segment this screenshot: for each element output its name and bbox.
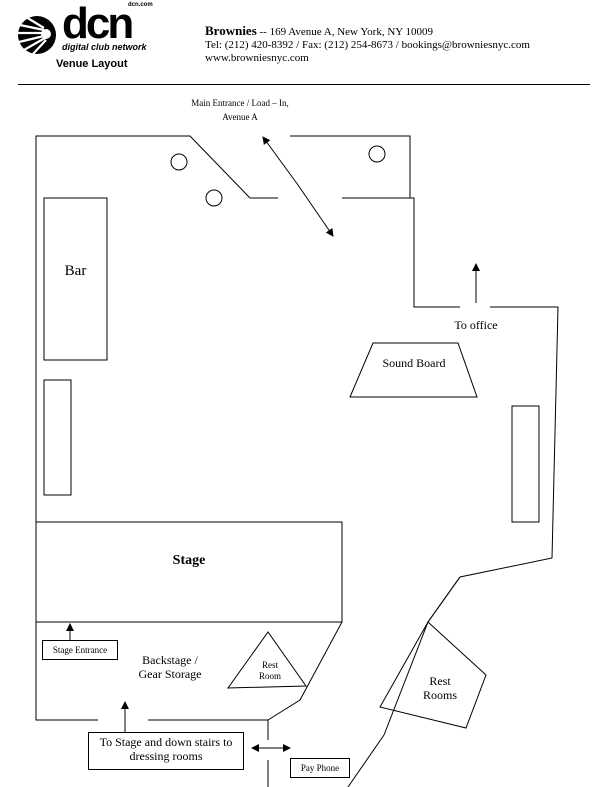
logo-text: dcn	[62, 0, 134, 48]
rest-rooms-label: Rest Rooms	[422, 674, 457, 702]
column-3	[368, 145, 386, 163]
to-office-label: To office	[454, 318, 498, 332]
rest-room-shape	[227, 631, 307, 689]
to-stage-label: To Stage and down stairs to dressing roo…	[88, 732, 244, 770]
stage-label: Stage	[172, 553, 206, 568]
main-entrance-label: Main Entrance / Load – In, Avenue A	[191, 98, 289, 122]
logo-domain: dcn.com	[128, 2, 153, 8]
entrance-arrow-down-icon	[297, 184, 334, 237]
venue-header: Brownies -- 169 Avenue A, New York, NY 1…	[205, 24, 530, 65]
right-counter	[511, 405, 540, 523]
venue-website: www.browniesnyc.com	[205, 52, 309, 64]
venue-name: Brownies	[205, 23, 257, 38]
venue-contact: Tel: (212) 420-8392 / Fax: (212) 254-867…	[205, 39, 530, 51]
stage-entrance-label: Stage Entrance	[42, 640, 118, 660]
entrance-arrow-up-icon	[262, 136, 299, 186]
pay-phone-label: Pay Phone	[290, 758, 350, 778]
left-counter	[43, 379, 72, 496]
header-divider	[18, 84, 590, 85]
rest-room-label: Rest Room	[258, 660, 281, 681]
bar-counter	[43, 197, 108, 361]
venue-address: -- 169 Avenue A, New York, NY 10009	[259, 26, 434, 38]
page-title: Venue Layout	[56, 58, 128, 70]
backstage-label: Backstage / Gear Storage	[138, 653, 202, 681]
sound-board-label: Sound Board	[382, 356, 446, 370]
logo-tagline: digital club network	[62, 42, 147, 52]
column-1	[170, 153, 188, 171]
bar-label: Bar	[64, 263, 87, 279]
column-2	[205, 189, 223, 207]
dcn-logo-burst-icon	[18, 16, 56, 55]
rest-rooms-shape	[379, 621, 487, 729]
venue-walls	[35, 135, 559, 787]
sound-board-shape	[349, 342, 478, 398]
